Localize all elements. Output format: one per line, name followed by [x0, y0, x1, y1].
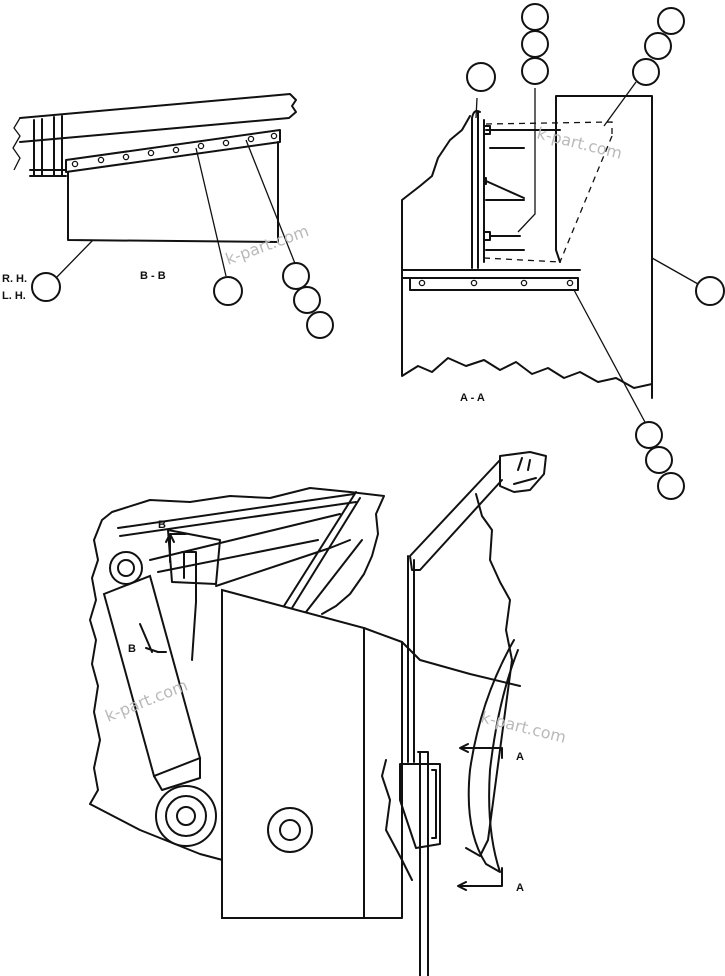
cylinder-bottom-pin	[176, 806, 196, 826]
callout-circle	[282, 262, 310, 290]
watermark-text: k-part.com	[535, 123, 624, 163]
bb-label-lh: L. H.	[2, 290, 26, 302]
main-label-a-lower: A	[516, 882, 524, 894]
callout-circle	[466, 62, 496, 92]
callout-circle	[632, 58, 660, 86]
callout-circle	[695, 276, 725, 306]
callout-circle	[521, 3, 549, 31]
hydraulic-cylinder-rod	[153, 757, 201, 791]
watermark-text: k-part.com	[223, 221, 311, 269]
fender-support-arm	[407, 459, 503, 763]
callout-circle	[657, 472, 685, 500]
main-guard-side	[363, 627, 403, 919]
callout-circle	[644, 32, 672, 60]
aa-lower-beam	[401, 269, 581, 291]
main-guard-plate	[221, 588, 365, 919]
bb-leader-bolt	[245, 139, 297, 267]
bb-guard-panel	[67, 141, 279, 243]
cylinder-top-pin	[117, 559, 135, 577]
callout-circle	[645, 446, 673, 474]
callout-circle	[293, 286, 321, 314]
main-arrow-b-upper	[165, 533, 187, 563]
main-arrow-a-upper	[459, 743, 503, 759]
callout-circle	[521, 30, 549, 58]
fender-top-bracket	[499, 451, 547, 493]
aa-leader-bar	[573, 289, 647, 425]
bb-beam-break	[12, 117, 21, 171]
guard-boss-inner	[279, 819, 301, 841]
bb-vertical-flange	[29, 115, 67, 177]
aa-guard-hidden-outline	[483, 121, 613, 263]
bb-section-title: B - B	[140, 270, 166, 282]
cylinder-top-eye	[109, 551, 143, 585]
aa-leader-channel	[475, 97, 478, 119]
hydraulic-cylinder-body	[102, 574, 202, 778]
callout-circle	[521, 57, 549, 85]
main-label-a-upper: A	[516, 751, 524, 763]
bb-strip-holes	[71, 132, 278, 168]
aa-section-title: A - A	[460, 392, 485, 404]
main-arrow-a-lower	[457, 867, 503, 891]
guard-boss-outer	[267, 807, 313, 853]
watermark-text: k-part.com	[479, 707, 568, 747]
aa-guard-panel	[555, 95, 653, 399]
cylinder-bottom-pivot	[155, 785, 217, 847]
aa-channel	[471, 109, 485, 269]
bb-top-beam	[19, 93, 297, 143]
aa-leader-panel	[651, 257, 699, 285]
main-assembly-view: B B A A	[89, 451, 547, 976]
main-label-b-lower: B	[128, 643, 136, 655]
main-small-strip	[181, 551, 197, 661]
callout-circle	[635, 421, 663, 449]
main-bracket-plate	[167, 529, 221, 585]
callout-circle	[31, 272, 61, 302]
fender-vertical-bar	[417, 751, 429, 976]
callout-circle	[306, 311, 334, 339]
main-frame-members	[117, 491, 363, 613]
cylinder-bottom-boss	[165, 795, 207, 837]
main-label-b-upper: B	[158, 519, 166, 531]
section-bb-view: R. H. L. H. B - B	[2, 93, 334, 339]
main-arrow-b-lower	[139, 623, 167, 653]
fender-lower-bracket	[399, 763, 441, 849]
aa-frame-broken-edge	[401, 115, 653, 389]
bb-mounting-strip	[65, 129, 281, 173]
callout-circle	[657, 7, 685, 35]
aa-bolts	[483, 125, 561, 251]
bb-leader-panel	[55, 239, 94, 279]
fender-curve	[467, 639, 519, 873]
aa-bar-holes	[418, 279, 574, 287]
callout-circle	[213, 276, 243, 306]
aa-leader-hardware	[603, 81, 637, 127]
aa-leader-bolt	[517, 88, 536, 233]
bb-leader-strip	[195, 147, 227, 277]
section-aa-view: A - A	[401, 3, 725, 500]
bb-label-rh: R. H.	[2, 273, 27, 285]
